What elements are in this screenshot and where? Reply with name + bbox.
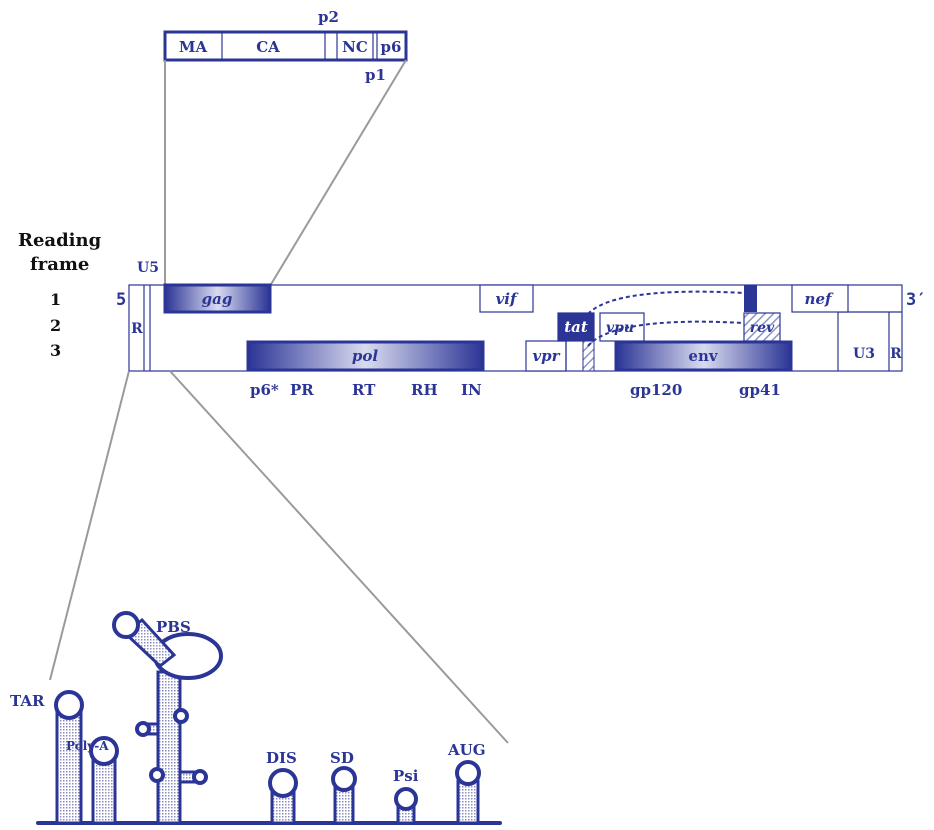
vpu-label: vpu — [606, 320, 634, 336]
aug-loop — [457, 762, 479, 784]
p1-label: p1 — [365, 66, 386, 84]
pbs-side-loop — [114, 613, 138, 637]
rev-label: rev — [750, 320, 775, 336]
psi-loop — [396, 789, 416, 809]
side-bulge-2 — [151, 769, 163, 781]
side-bulge-4 — [175, 710, 187, 722]
env-label: env — [688, 347, 718, 365]
pbs-label: PBS — [156, 618, 191, 636]
sd-label: SD — [330, 749, 354, 767]
reading-frame-labels: Reading frame 1 2 3 — [18, 230, 102, 360]
u5-label: U5 — [137, 260, 159, 276]
rna-structure: TAR Poly-A PBS DIS SD Psi AUG — [10, 613, 500, 823]
tat-label: tat — [564, 318, 588, 336]
frame-3-label: 3 — [50, 341, 61, 360]
pol-product-rh: RH — [411, 381, 438, 399]
three-prime-label: 3′ — [906, 290, 926, 310]
ma-segment: MA — [179, 38, 208, 56]
polya-stem — [93, 760, 115, 823]
tat-exon2 — [744, 285, 757, 312]
side-bulge-1 — [137, 723, 149, 735]
genome-map: 5′ 3′ U5 R R U3 gag pol vif vpr tat vpu — [116, 260, 926, 399]
u3-label: U3 — [853, 346, 875, 362]
zoom-line-rna-right — [170, 371, 508, 743]
gag-detail: p2 MA CA NC p6 p1 — [165, 8, 406, 84]
r-left-label: R — [131, 321, 143, 337]
p2-label: p2 — [318, 8, 339, 26]
pol-product-in: IN — [461, 381, 482, 399]
sd-loop — [333, 768, 355, 790]
tar-stem — [57, 712, 81, 823]
dis-loop — [270, 770, 296, 796]
polya-label: Poly-A — [66, 739, 109, 753]
aug-label: AUG — [447, 741, 486, 759]
p6-segment: p6 — [381, 38, 402, 56]
vpr-label: vpr — [532, 347, 560, 365]
nef-label: nef — [805, 290, 834, 308]
vif-label: vif — [496, 290, 519, 308]
pol-label: pol — [352, 347, 378, 365]
frame-1-label: 1 — [50, 290, 61, 309]
tar-loop — [56, 692, 82, 718]
pol-product-pr: PR — [290, 381, 314, 399]
env-product-gp41: gp41 — [739, 381, 781, 399]
frame-2-label: 2 — [50, 316, 61, 335]
side-bulge-3 — [194, 771, 206, 783]
tar-label: TAR — [10, 692, 45, 710]
r-right-label: R — [890, 346, 902, 362]
zoom-line-gag-right — [270, 60, 406, 286]
pol-product-p6star: p6* — [250, 381, 279, 399]
gag-label: gag — [202, 290, 233, 308]
env-product-gp120: gp120 — [630, 381, 682, 399]
dis-label: DIS — [266, 749, 297, 767]
aug-stem — [458, 781, 478, 823]
ca-segment: CA — [256, 38, 280, 56]
psi-label: Psi — [393, 767, 419, 785]
pol-product-rt: RT — [352, 381, 376, 399]
reading-frame-title-line1: Reading — [18, 230, 102, 251]
nc-segment: NC — [342, 38, 368, 56]
reading-frame-title-line2: frame — [30, 254, 89, 275]
pbs-main-stem — [158, 672, 180, 823]
